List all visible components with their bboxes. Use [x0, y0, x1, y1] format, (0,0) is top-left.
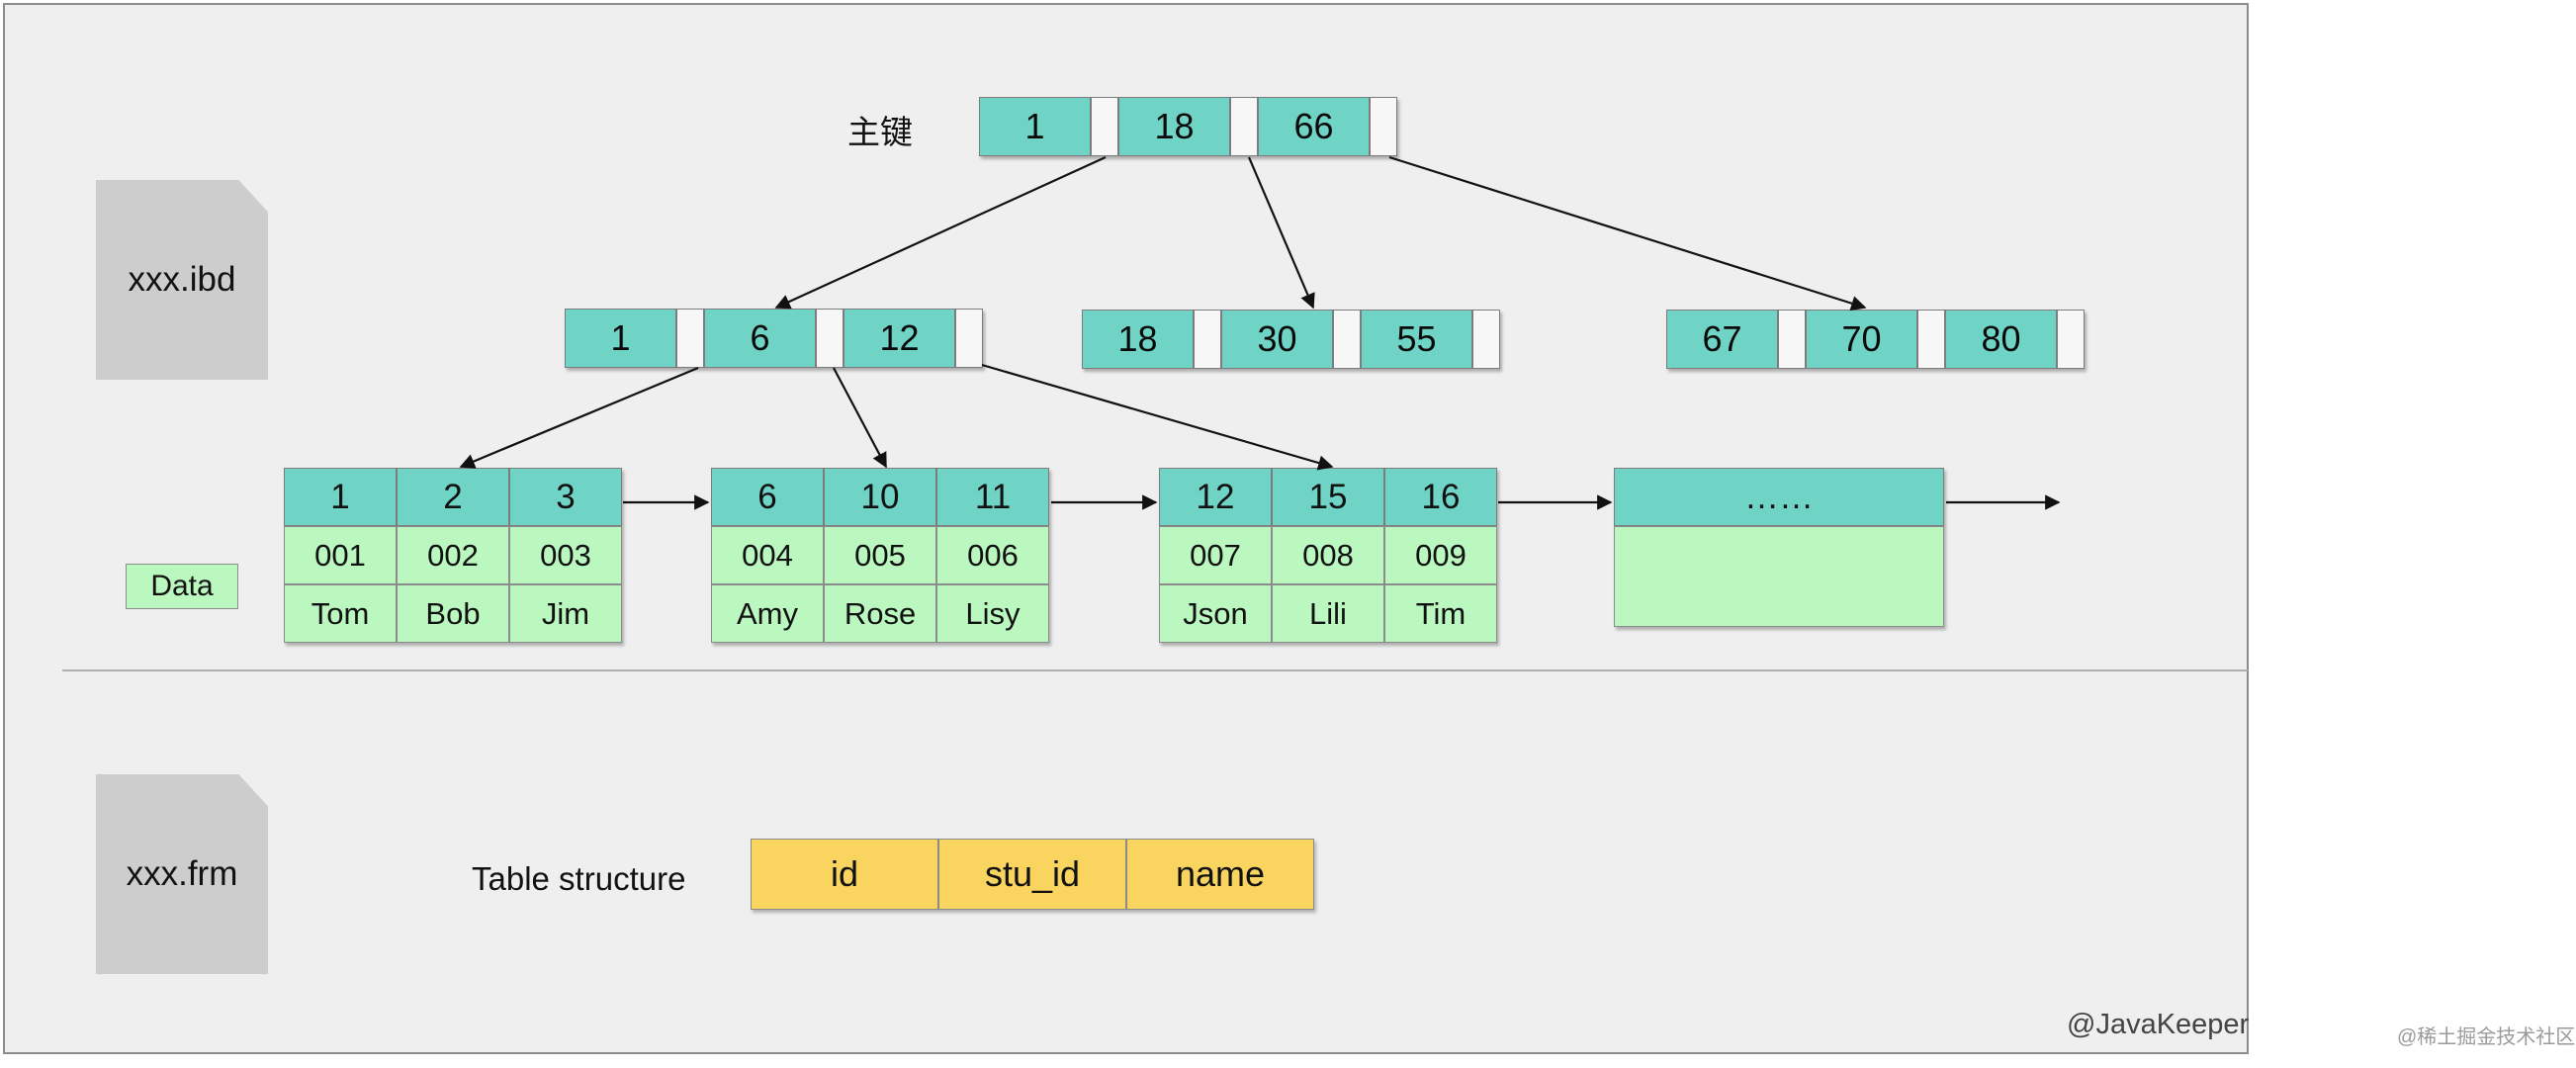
row-id: 16: [1384, 468, 1497, 526]
row-id: 11: [936, 468, 1049, 526]
table-structure-label: Table structure: [472, 860, 686, 897]
root-node: 1 18 66: [979, 97, 1397, 156]
field-name: name: [1126, 839, 1314, 910]
leaf-row: 16 009 Tim: [1384, 468, 1497, 643]
internal-key: 80: [1945, 310, 2057, 369]
leaf-row: 12 007 Json: [1159, 468, 1272, 643]
internal-node-1: 1 6 12: [565, 309, 983, 368]
internal-key: 55: [1361, 310, 1472, 369]
arrow-root-to-internal-1: [774, 155, 1107, 310]
leaf-row: 10 005 Rose: [824, 468, 936, 643]
internal-pointer: [955, 309, 983, 368]
root-key: 18: [1118, 97, 1230, 156]
row-name: Lisy: [936, 584, 1049, 643]
row-stu-id: 004: [711, 526, 824, 584]
row-id: 12: [1159, 468, 1272, 526]
watermark: @JavaKeeper: [2067, 1009, 2250, 1040]
internal-key: 1: [565, 309, 676, 368]
leaf-row: 6 004 Amy: [711, 468, 824, 643]
row-id: 6: [711, 468, 824, 526]
internal-pointer: [816, 309, 844, 368]
leaf-more-body: [1614, 526, 1944, 627]
row-name: Jim: [509, 584, 622, 643]
field-stu-id: stu_id: [938, 839, 1126, 910]
ibd-file-label: xxx.ibd: [128, 260, 236, 299]
row-stu-id: 008: [1272, 526, 1384, 584]
leaf-page-more: ……: [1614, 468, 1944, 627]
internal-pointer: [1778, 310, 1806, 369]
leaf-row: 3 003 Jim: [509, 468, 622, 643]
internal-key: 70: [1806, 310, 1917, 369]
internal-pointer: [1472, 310, 1500, 369]
arrow-internal-to-leaf-2: [833, 367, 887, 469]
internal-key: 6: [704, 309, 816, 368]
leaf-page-3: 12 007 Json 15 008 Lili 16 009 Tim: [1159, 468, 1497, 643]
data-legend-label: Data: [126, 564, 238, 609]
arrow-internal-to-leaf-3: [981, 363, 1334, 471]
leaf-page-2: 6 004 Amy 10 005 Rose 11 006 Lisy: [711, 468, 1049, 643]
row-id: 10: [824, 468, 936, 526]
root-pointer: [1370, 97, 1397, 156]
internal-key: 30: [1221, 310, 1333, 369]
internal-node-3: 67 70 80: [1666, 310, 2085, 369]
primary-key-label: 主键: [847, 114, 913, 150]
row-name: Bob: [397, 584, 509, 643]
leaf-row: 15 008 Lili: [1272, 468, 1384, 643]
row-stu-id: 009: [1384, 526, 1497, 584]
row-stu-id: 002: [397, 526, 509, 584]
section-divider: [62, 669, 2248, 671]
internal-key: 12: [844, 309, 955, 368]
internal-key: 18: [1082, 310, 1194, 369]
root-key: 1: [979, 97, 1091, 156]
leaf-row: 11 006 Lisy: [936, 468, 1049, 643]
row-name: Json: [1159, 584, 1272, 643]
row-name: Rose: [824, 584, 936, 643]
root-pointer: [1230, 97, 1258, 156]
internal-pointer: [1917, 310, 1945, 369]
root-pointer: [1091, 97, 1118, 156]
internal-pointer: [2057, 310, 2085, 369]
ibd-file-icon: xxx.ibd: [96, 180, 268, 380]
arrow-internal-to-leaf-1: [459, 366, 699, 469]
row-stu-id: 007: [1159, 526, 1272, 584]
internal-pointer: [1333, 310, 1361, 369]
arrow-root-to-internal-2: [1247, 156, 1315, 310]
internal-key: 67: [1666, 310, 1778, 369]
row-stu-id: 006: [936, 526, 1049, 584]
leaf-more-header: ……: [1614, 468, 1944, 526]
row-stu-id: 003: [509, 526, 622, 584]
table-structure: id stu_id name: [751, 839, 1314, 910]
leaf-row: 1 001 Tom: [284, 468, 397, 643]
internal-node-2: 18 30 55: [1082, 310, 1500, 369]
watermark-site: @稀土掘金技术社区: [2397, 1026, 2576, 1048]
row-name: Tim: [1384, 584, 1497, 643]
frm-file-label: xxx.frm: [126, 854, 238, 893]
root-key: 66: [1258, 97, 1370, 156]
internal-pointer: [1194, 310, 1221, 369]
leaf-page-1: 1 001 Tom 2 002 Bob 3 003 Jim: [284, 468, 622, 643]
arrow-root-to-internal-3: [1388, 155, 1867, 312]
row-name: Lili: [1272, 584, 1384, 643]
frm-file-icon: xxx.frm: [96, 774, 268, 974]
row-name: Tom: [284, 584, 397, 643]
row-stu-id: 001: [284, 526, 397, 584]
row-id: 2: [397, 468, 509, 526]
field-id: id: [751, 839, 938, 910]
row-stu-id: 005: [824, 526, 936, 584]
leaf-row: 2 002 Bob: [397, 468, 509, 643]
row-name: Amy: [711, 584, 824, 643]
row-id: 1: [284, 468, 397, 526]
internal-pointer: [676, 309, 704, 368]
row-id: 3: [509, 468, 622, 526]
